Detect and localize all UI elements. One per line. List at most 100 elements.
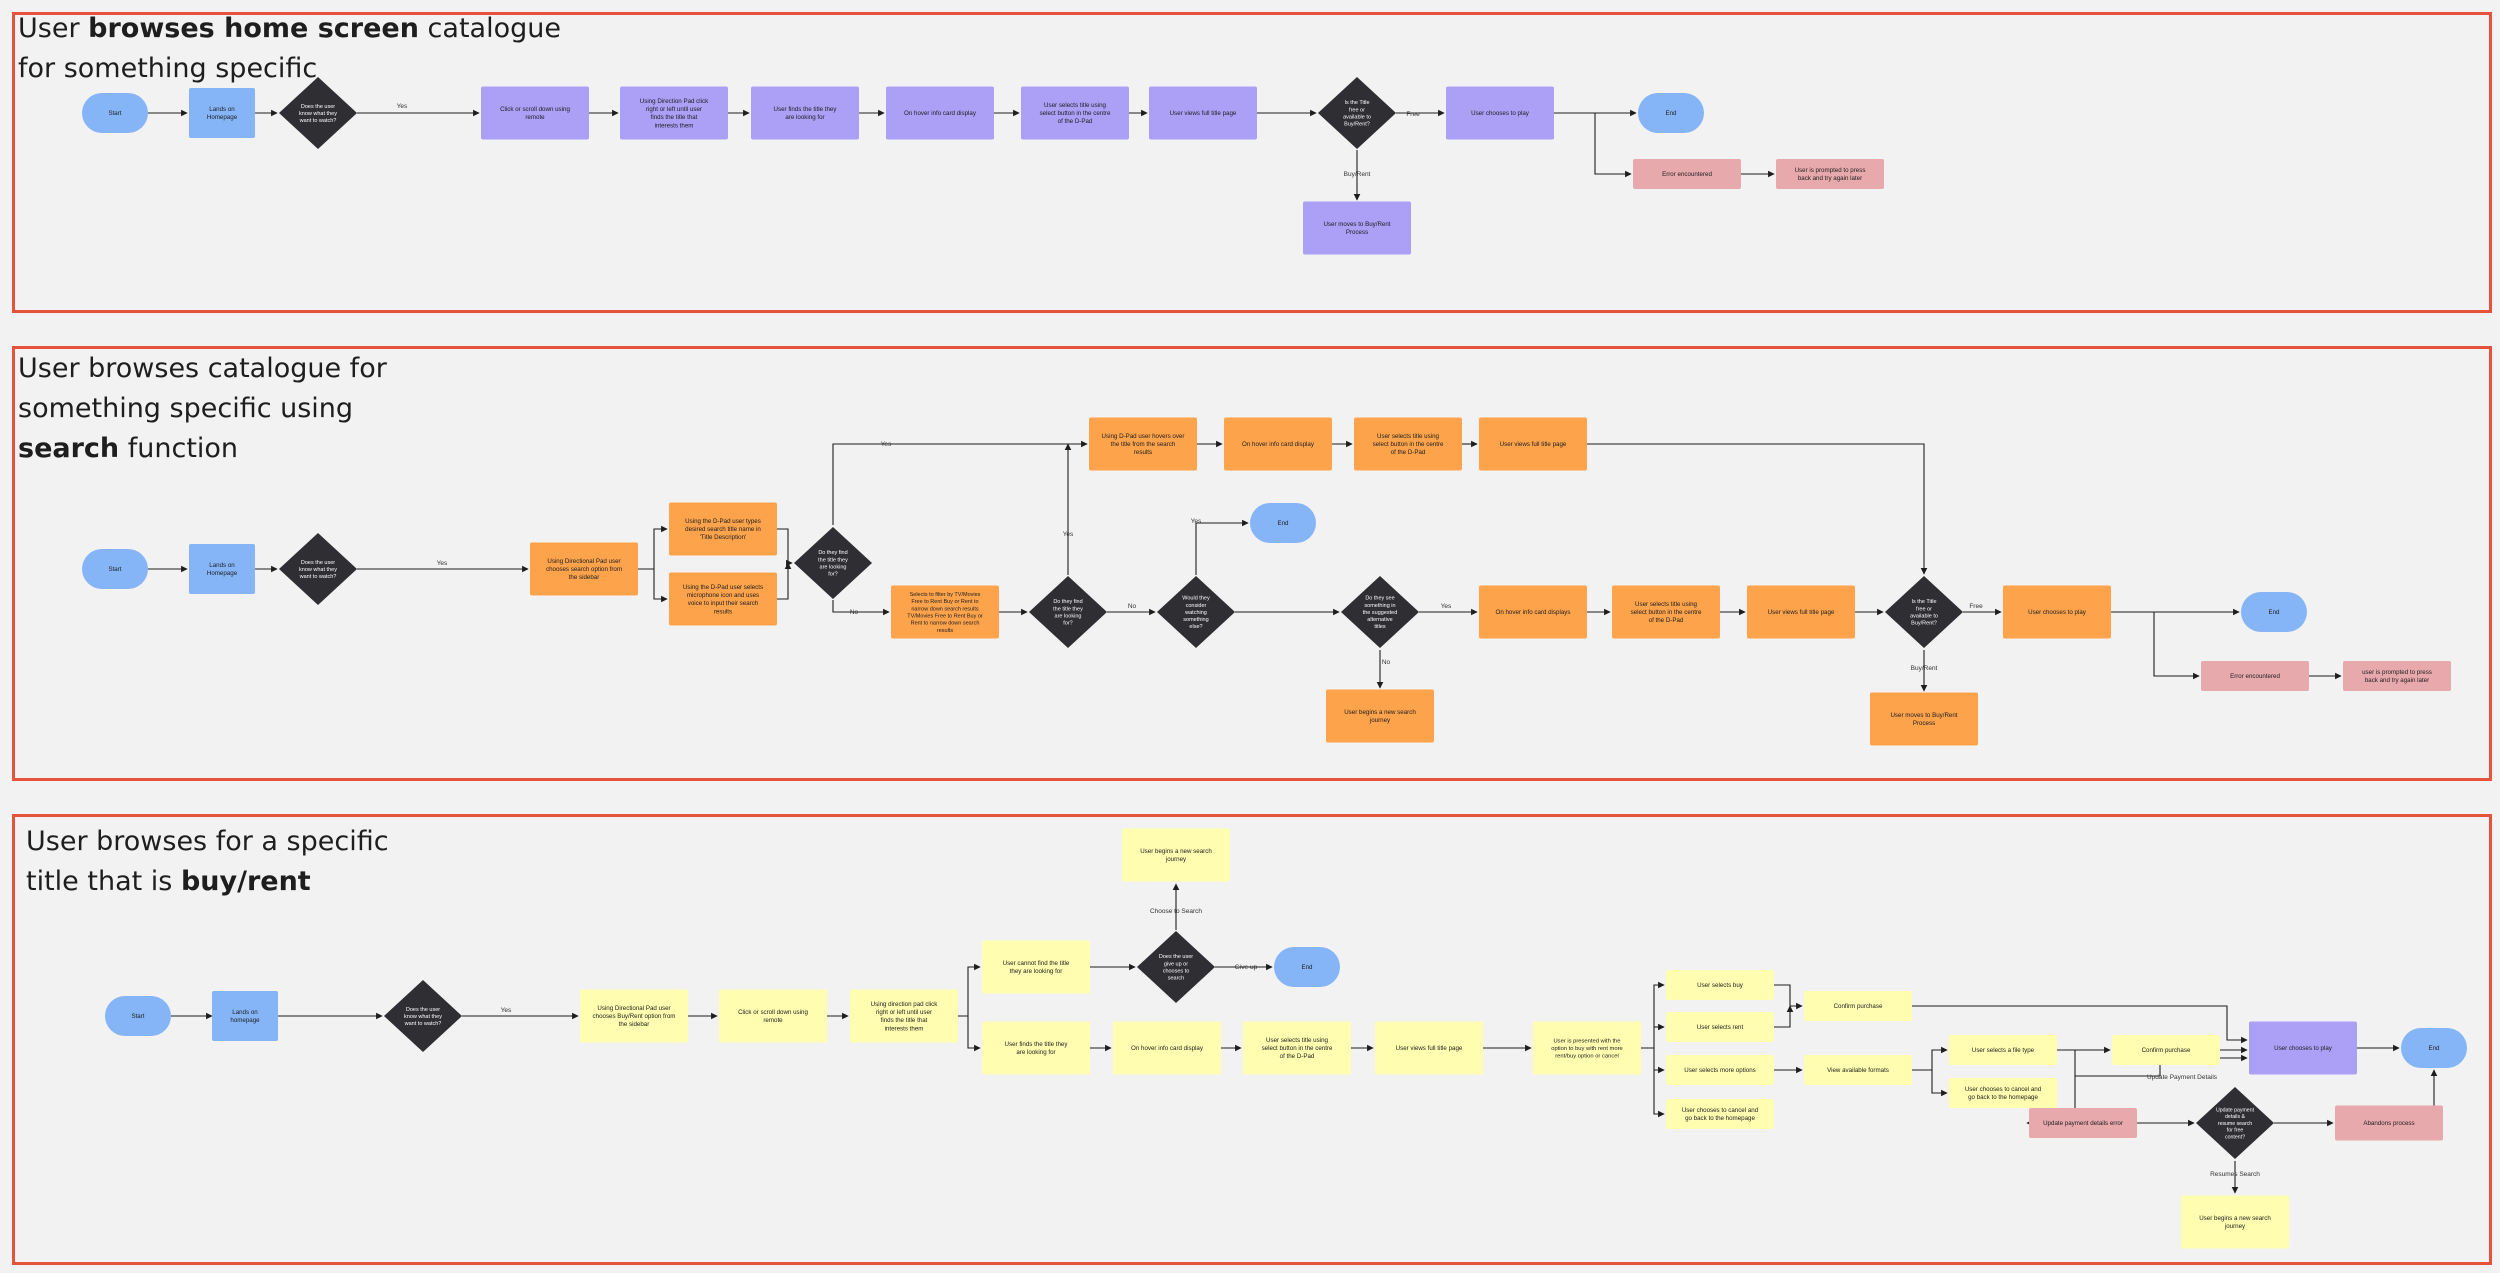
decision-shape [1137, 931, 1215, 1003]
process-shape [1375, 1021, 1483, 1075]
node-label: Abandons process [2363, 1120, 2414, 1127]
edge-label: Yes [881, 441, 892, 448]
connector-arrow [1931, 1070, 1948, 1097]
decision-shape [794, 527, 872, 599]
section-frame-buy-rent [12, 814, 2492, 1265]
connector-arrow [1774, 984, 1803, 1010]
edge-label: Update Payment Details [2147, 1074, 2218, 1081]
title-emphasis: buy/rent [180, 866, 311, 897]
title-emphasis: search [18, 433, 120, 464]
section-title-line: User browses home screen catalogue [18, 9, 561, 49]
process-shape [850, 989, 958, 1043]
chooses-play-step: User chooses to play [2003, 585, 2111, 639]
terminator-shape [1250, 503, 1316, 543]
connector-arrow [1653, 1070, 1665, 1118]
title-text: User browses for a specific [26, 826, 389, 857]
error-step: Error encountered [1633, 159, 1741, 189]
node-label: User chooses to play [1471, 110, 1530, 117]
connector-arrow [1912, 1046, 1948, 1071]
node-label: User views full title page [1500, 441, 1567, 448]
process-shape [2249, 1021, 2357, 1075]
title-text: User [18, 13, 89, 44]
process-shape [1870, 692, 1978, 746]
edge-label: Yes [437, 560, 448, 567]
node-label: Confirm purchase [1834, 1003, 1883, 1010]
connector-arrow [832, 440, 1088, 525]
process-shape [189, 88, 255, 138]
view-formats-step: View available formats [1804, 1055, 1912, 1085]
update-error-step: Update payment details error [2029, 1108, 2137, 1138]
terminator-shape [2401, 1028, 2467, 1068]
decision-shape [1029, 576, 1107, 648]
title-text: for something specific [18, 53, 318, 84]
chooses-play-step: User chooses to play [1446, 86, 1554, 140]
abandons-step: Abandons process [2335, 1105, 2443, 1141]
node-label: Confirm purchase [2142, 1047, 2191, 1054]
process-shape [982, 1021, 1090, 1075]
edge-label: Yes [1063, 531, 1074, 538]
title-emphasis: browses home screen [88, 13, 419, 44]
process-shape [1479, 417, 1587, 471]
section-title-line: something specific using [18, 389, 387, 429]
connector-arrow [2153, 612, 2200, 680]
process-shape [1666, 1012, 1774, 1042]
section-title-search: User browses catalogue for something spec… [18, 349, 387, 469]
node-label: User selects more options [1684, 1067, 1756, 1074]
error-step: Error encountered [2201, 661, 2309, 691]
process-shape [1666, 970, 1774, 1000]
process-shape [1666, 1055, 1774, 1085]
process-shape [1113, 1021, 1221, 1075]
process-shape [1021, 86, 1129, 140]
section-frame-home-screen [12, 12, 2492, 313]
title-text: User browses catalogue for [18, 353, 387, 384]
selects-type-step: User selects a file type [1949, 1035, 2057, 1065]
terminator-shape [1638, 93, 1704, 133]
start-terminator: Start [105, 996, 171, 1036]
connector-arrow [777, 562, 792, 600]
edge-label: Buy/Rent [1911, 665, 1938, 672]
full-page-step: User views full title page [1479, 417, 1587, 471]
process-shape [2003, 585, 2111, 639]
process-shape [2181, 1195, 2289, 1249]
info-card-step: On hover info card display [886, 86, 994, 140]
decision-shape [279, 533, 357, 605]
end-terminator: End [1638, 93, 1704, 133]
edge-label: Free [1406, 111, 1420, 118]
end-top-terminator: End [1274, 947, 1340, 987]
process-shape [481, 86, 589, 140]
node-label: End [1665, 110, 1677, 117]
node-label: User views full title page [1170, 110, 1237, 117]
node-label: End [1301, 964, 1313, 971]
title-text: function [119, 433, 239, 464]
